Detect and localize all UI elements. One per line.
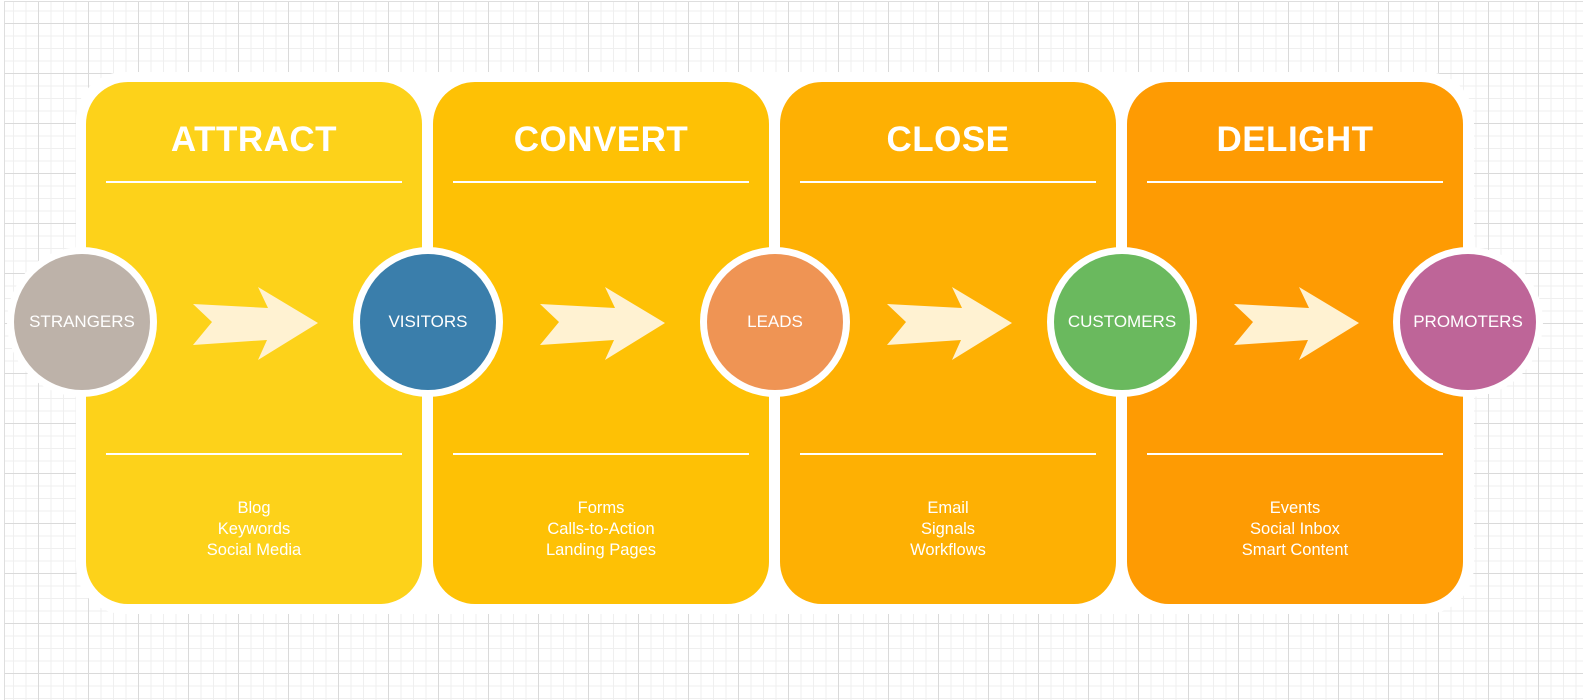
arrow-right-icon: [887, 287, 1012, 360]
arrow-shape: [1234, 287, 1359, 360]
tactics-list: Blog Keywords Social Media: [86, 498, 422, 561]
tactic-item: Forms: [577, 499, 625, 517]
divider: [453, 181, 749, 183]
stage-title: ATTRACT: [170, 120, 338, 159]
stage-title: CONVERT: [513, 120, 689, 159]
arrow-shape: [540, 287, 665, 360]
stage-title: CLOSE: [886, 120, 1010, 159]
arrow-right-icon: [540, 287, 665, 360]
tactic-item: Workflows: [910, 541, 986, 559]
persona-strangers[interactable]: STRANGERS: [7, 247, 157, 397]
tactic-item: Signals: [920, 520, 976, 538]
tactics-list: Events Social Inbox Smart Content: [1127, 498, 1463, 561]
persona-promoters[interactable]: PROMOTERS: [1393, 247, 1543, 397]
persona-label: VISITORS: [360, 254, 496, 390]
tactic-item: Social Media: [206, 541, 302, 559]
divider: [1147, 453, 1443, 455]
tactic-item: Social Inbox: [1250, 520, 1340, 538]
tactics-list: Email Signals Workflows: [780, 498, 1116, 561]
tactic-item: Blog: [237, 499, 271, 517]
tactic-item: Landing Pages: [545, 541, 657, 559]
persona-customers[interactable]: CUSTOMERS: [1047, 247, 1197, 397]
arrow-right-icon: [193, 287, 318, 360]
tactic-item: Events: [1269, 499, 1321, 517]
tactic-item: Calls-to-Action: [547, 520, 655, 538]
persona-label: CUSTOMERS: [1054, 254, 1190, 390]
arrow-shape: [887, 287, 1012, 360]
tactic-item: Keywords: [217, 520, 291, 538]
divider: [106, 181, 402, 183]
divider: [453, 453, 749, 455]
tactics-list: Forms Calls-to-Action Landing Pages: [433, 498, 769, 561]
stage-title: DELIGHT: [1216, 120, 1374, 159]
divider: [800, 453, 1096, 455]
persona-label: LEADS: [707, 254, 843, 390]
persona-visitors[interactable]: VISITORS: [353, 247, 503, 397]
tactic-item: Email: [927, 499, 969, 517]
persona-label: STRANGERS: [14, 254, 150, 390]
persona-label: PROMOTERS: [1400, 254, 1536, 390]
arrow-shape: [193, 287, 318, 360]
divider: [800, 181, 1096, 183]
tactic-item: Smart Content: [1241, 541, 1349, 559]
arrow-right-icon: [1234, 287, 1359, 360]
persona-leads[interactable]: LEADS: [700, 247, 850, 397]
divider: [1147, 181, 1443, 183]
divider: [106, 453, 402, 455]
